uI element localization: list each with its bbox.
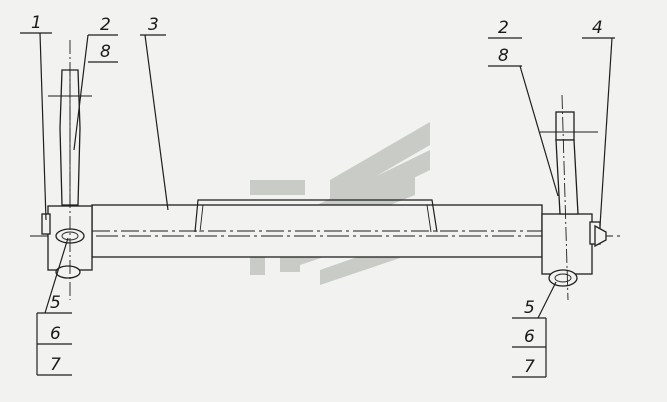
callout-8-left: 8 bbox=[100, 42, 111, 62]
right-bracket bbox=[540, 94, 607, 301]
callout-5-right: 5 bbox=[524, 298, 535, 318]
watermark-logo bbox=[236, 122, 430, 285]
callout-8-right: 8 bbox=[498, 46, 509, 66]
callout-1: 1 bbox=[31, 13, 42, 33]
callout-7-right: 7 bbox=[524, 357, 535, 377]
handle-bar bbox=[194, 199, 438, 233]
left-bracket bbox=[41, 40, 93, 300]
callout-4: 4 bbox=[592, 18, 603, 38]
callout-6-left: 6 bbox=[50, 324, 61, 344]
callout-2-right: 2 bbox=[498, 18, 509, 38]
callout-3: 3 bbox=[148, 15, 159, 35]
callout-5-left: 5 bbox=[50, 293, 61, 313]
callout-7-left: 7 bbox=[50, 355, 61, 375]
tube-part-3 bbox=[91, 204, 543, 258]
callout-2-left: 2 bbox=[100, 15, 111, 35]
leader-lines-left bbox=[20, 32, 169, 376]
callout-6-right: 6 bbox=[524, 327, 535, 347]
leader-lines-right bbox=[488, 37, 615, 378]
